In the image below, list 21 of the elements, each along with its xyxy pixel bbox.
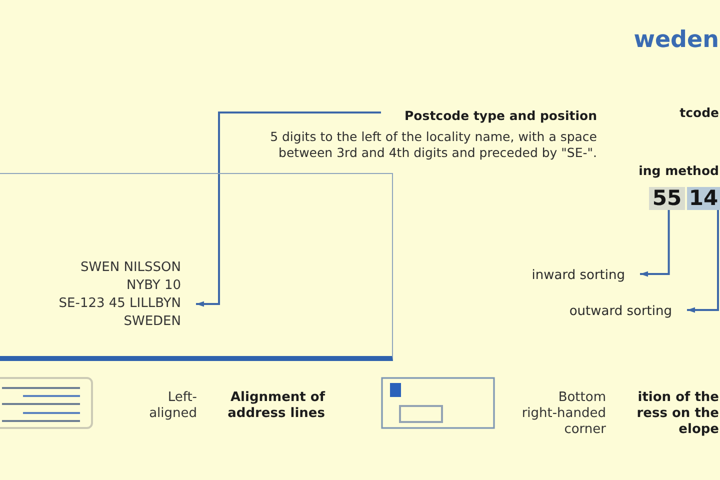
address-line: NYBY 10 [126, 277, 181, 295]
section-heading: tcode [680, 105, 719, 121]
section-heading: ing method [638, 163, 719, 179]
postcode-digits: 55 [649, 187, 685, 210]
postcode-digits: 14 [687, 187, 720, 210]
arrow [196, 112, 381, 307]
row-heading: Alignment of address lines [226, 390, 325, 422]
row-heading: ition of the ress on the elope [636, 390, 719, 438]
row-value: Bottom right-handed corner [520, 390, 606, 438]
envelope-frame [0, 173, 393, 361]
description-text: 5 digits to the left of the locality name, with a space between 3rd and 4th digits and preceded by "SE-". [269, 129, 597, 161]
page-title: weden [634, 26, 719, 54]
address-line: SWEDEN [124, 313, 181, 331]
arrow [640, 210, 670, 277]
address-line: SWEN NILSSON [80, 259, 181, 277]
annotation-text: outward sorting [569, 304, 672, 320]
arrow [687, 210, 719, 313]
annotation-text: inward sorting [532, 268, 625, 284]
section-heading: Postcode type and position [404, 108, 597, 123]
row-value: Left- aligned [148, 390, 197, 422]
address-line: SE-123 45 LILLBYN [58, 295, 181, 313]
